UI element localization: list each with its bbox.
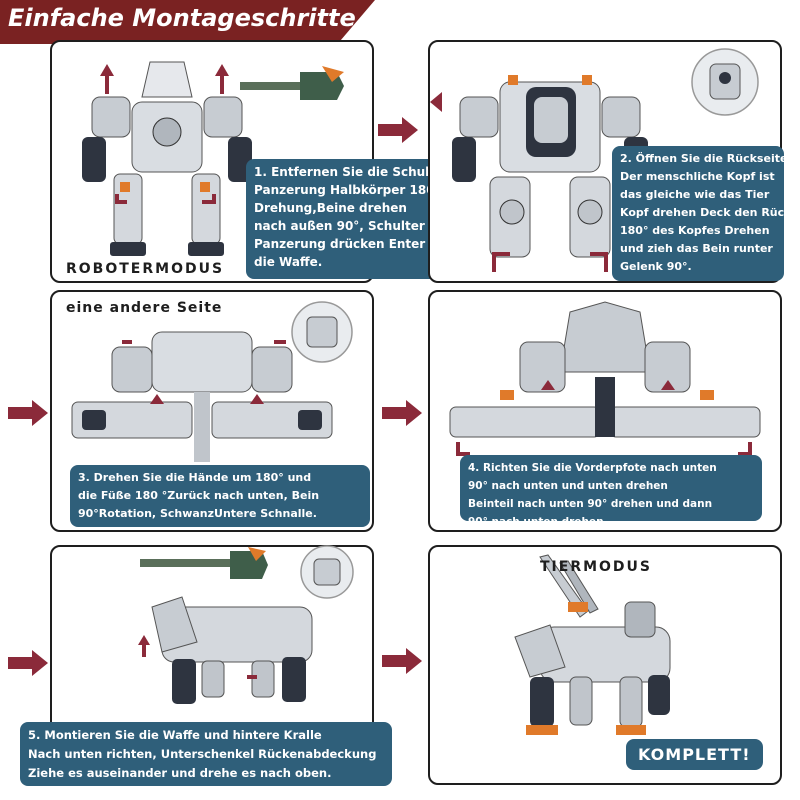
next-step-arrow-icon [8, 400, 48, 426]
header-banner: Einfache Montageschritte [0, 0, 375, 44]
page-title: Einfache Montageschritte [8, 4, 356, 32]
next-step-arrow-icon [8, 650, 48, 676]
step-panel-6: TIERMODUS KOMPLETT! [428, 545, 782, 785]
step-1-caption: 1. Entfernen Sie die Schulter Panzerung … [246, 159, 449, 279]
step-panel-1: ROBOTERMODUS 1. Entfernen Sie die Schult… [50, 40, 449, 283]
step-3-caption: 3. Drehen Sie die Hände um 180° und die … [70, 465, 370, 527]
robot-mode-label: ROBOTERMODUS [66, 261, 225, 277]
step-panel-5: 5. Montieren Sie die Waffe und hintere K… [20, 545, 392, 786]
step-4-caption: 4. Richten Sie die Vorderpfote nach unte… [460, 455, 762, 528]
step-panel-4: 4. Richten Sie die Vorderpfote nach unte… [428, 290, 782, 532]
other-side-label: eine andere Seite [66, 300, 223, 316]
next-step-arrow-icon [378, 117, 418, 143]
step-panel-3: eine andere Seite 3. Drehen Sie die Händ… [50, 290, 374, 532]
beast-mode-figure [514, 554, 671, 735]
step-5-caption: 5. Montieren Sie die Waffe und hintere K… [20, 722, 392, 786]
robot-side-figure [71, 301, 353, 462]
step-panel-2: 2. Öffnen Sie die Rückseite, Der menschl… [428, 40, 800, 283]
robot-front-figure [82, 61, 344, 256]
next-step-arrow-icon [382, 400, 422, 426]
beast-assembly-figure [138, 545, 354, 704]
next-step-arrow-icon [382, 648, 422, 674]
beast-mode-label: TIERMODUS [540, 559, 653, 575]
complete-badge: KOMPLETT! [626, 739, 763, 770]
robot-back-figure [430, 48, 759, 272]
step-2-caption: 2. Öffnen Sie die Rückseite, Der menschl… [612, 146, 800, 281]
robot-fold-figure [449, 301, 761, 456]
